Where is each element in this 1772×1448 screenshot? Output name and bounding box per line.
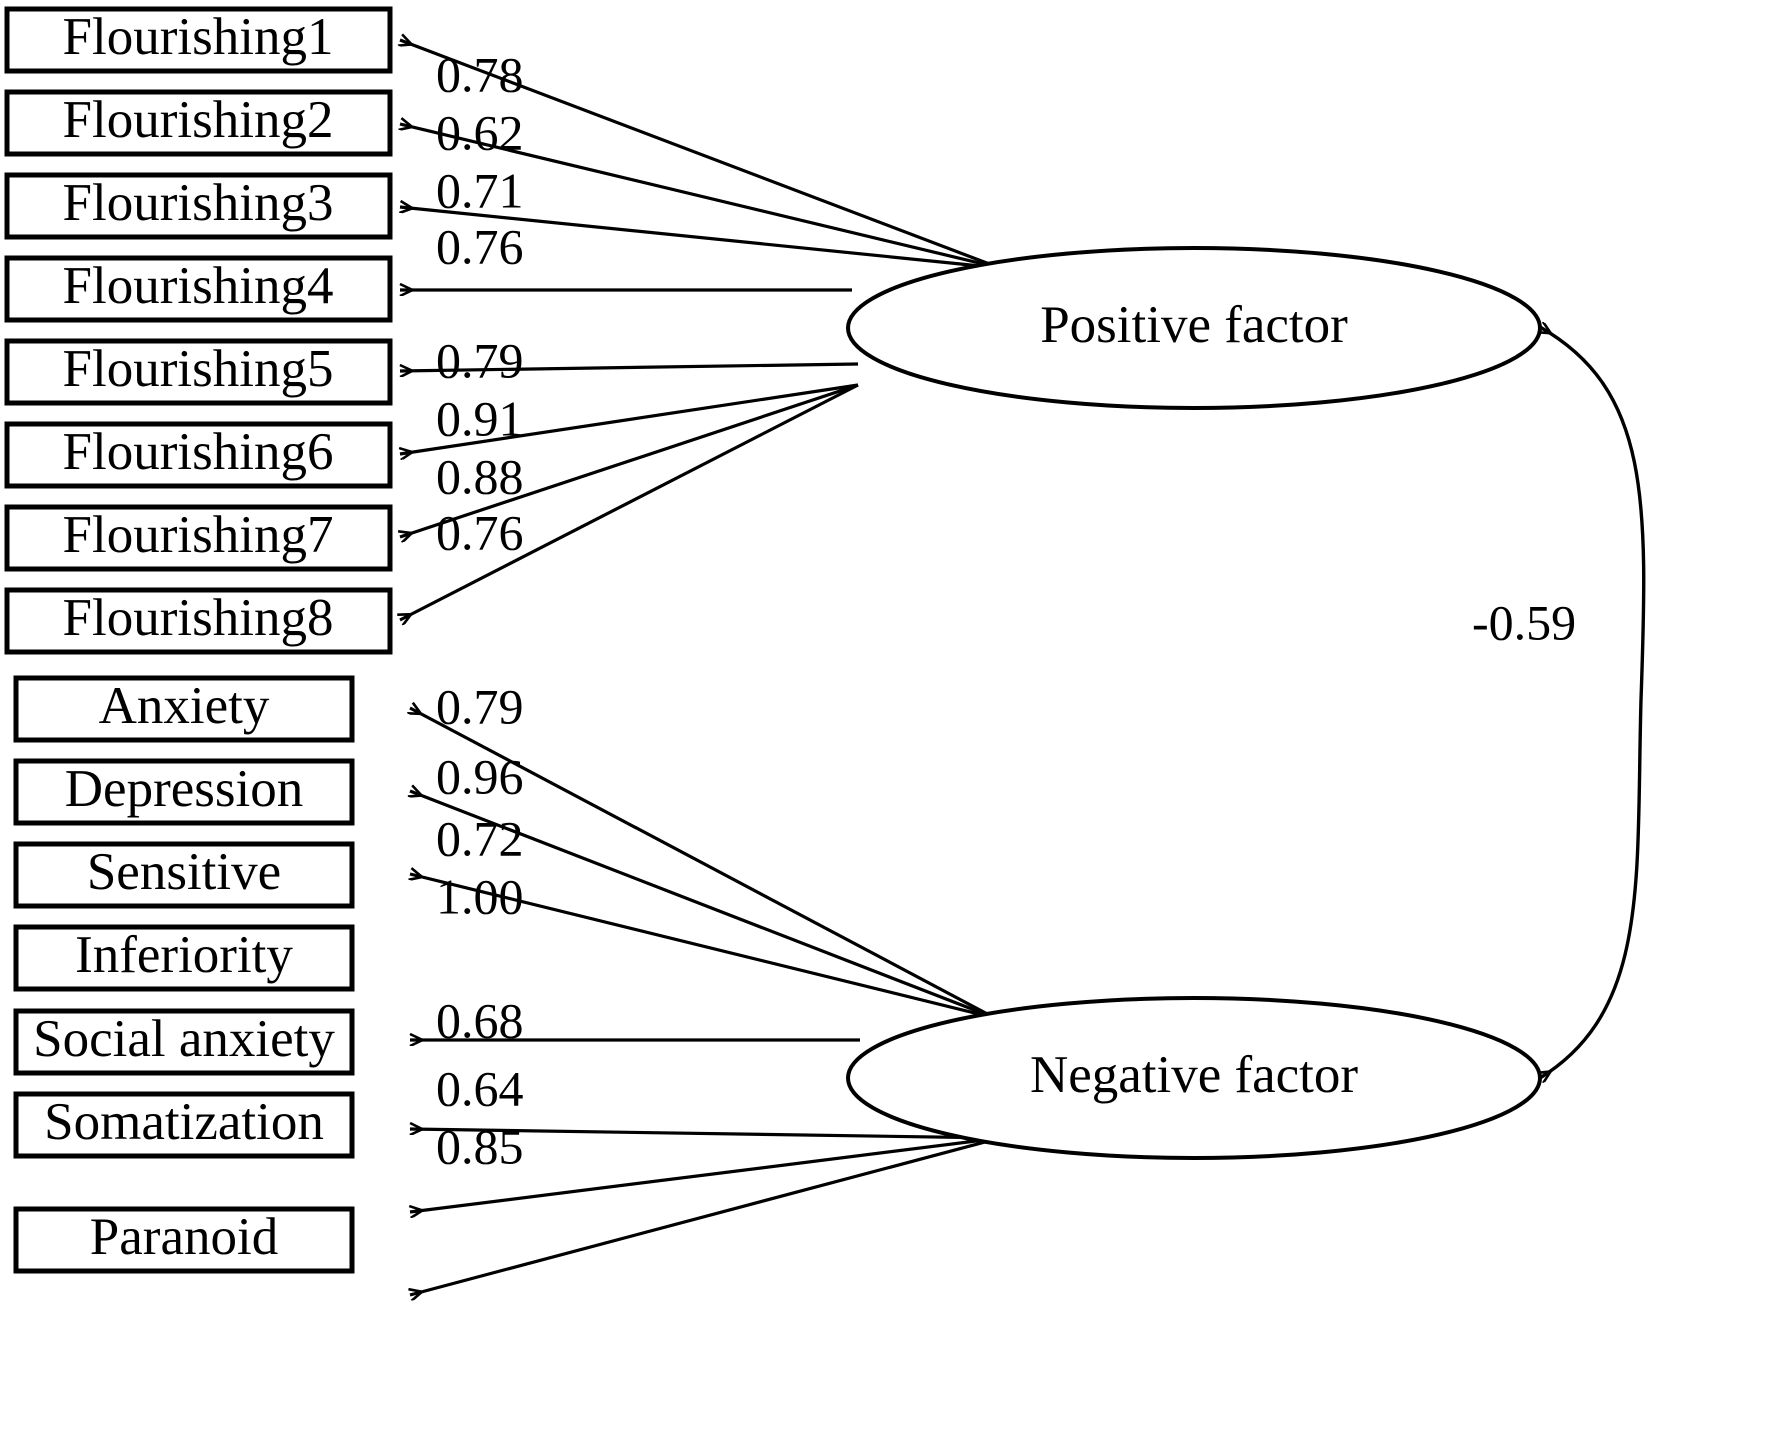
loading-value-social-anxiety: 0.68 [436, 992, 524, 1048]
loading-paths-negative [410, 708, 1001, 1295]
box-label: Somatization [44, 1093, 324, 1151]
observed-box-anxiety[interactable]: Anxiety [13, 675, 355, 743]
loading-value-inferiority: 1.00 [436, 868, 524, 924]
loading-value-flourishing2: 0.62 [436, 104, 524, 160]
loading-value-flourishing8: 0.76 [436, 504, 524, 560]
observed-box-sensitive[interactable]: Sensitive [13, 841, 355, 909]
box-outline [13, 1206, 355, 1274]
box-label: Flourishing5 [63, 340, 334, 398]
observed-variable-boxes: Flourishing1 Flourishing2 Flourishing3 F… [4, 6, 393, 1274]
box-label: Flourishing7 [63, 506, 334, 564]
loading-path-flourishing3 [400, 207, 1001, 270]
box-label: Flourishing4 [63, 257, 334, 315]
observed-box-flourishing2[interactable]: Flourishing2 [4, 89, 393, 157]
ellipse-outline [846, 246, 1542, 410]
latent-factor-positive[interactable]: Positive factor [846, 246, 1542, 410]
loading-coefficient-labels: 0.78 0.62 0.71 0.76 0.79 0.91 0.88 0.76 … [436, 46, 524, 1174]
box-label: Inferiority [75, 926, 293, 984]
loading-value-anxiety: 0.79 [436, 678, 524, 734]
observed-box-flourishing5[interactable]: Flourishing5 [4, 338, 393, 406]
box-outline [13, 1008, 355, 1076]
loading-paths-positive [400, 40, 1001, 620]
observed-box-somatization[interactable]: Somatization [13, 1091, 355, 1159]
box-label: Flourishing1 [63, 8, 334, 66]
loading-value-flourishing7: 0.88 [436, 448, 524, 504]
loading-path-flourishing5 [400, 362, 859, 371]
loading-path-flourishing2 [400, 124, 1001, 270]
loading-value-depression: 0.96 [436, 748, 524, 804]
box-label: Paranoid [90, 1208, 278, 1266]
box-outline [13, 1091, 355, 1159]
loading-value-paranoid: 0.85 [436, 1118, 524, 1174]
loading-path-social-anxiety [410, 1129, 1001, 1140]
loading-value-flourishing4: 0.76 [436, 218, 524, 274]
box-label: Flourishing6 [63, 423, 334, 481]
box-outline [13, 758, 355, 826]
latent-factor-ellipses: Positive factor Negative factor [846, 246, 1542, 1160]
observed-box-flourishing6[interactable]: Flourishing6 [4, 421, 393, 489]
loading-value-flourishing5: 0.79 [436, 332, 524, 388]
factor-label: Positive factor [1040, 296, 1348, 354]
loading-path-flourishing6 [400, 383, 859, 454]
latent-factor-negative[interactable]: Negative factor [846, 996, 1542, 1160]
box-outline [4, 587, 393, 655]
loading-value-flourishing3: 0.71 [436, 162, 524, 218]
observed-box-flourishing4[interactable]: Flourishing4 [4, 255, 393, 323]
box-outline [4, 338, 393, 406]
box-outline [4, 504, 393, 572]
observed-box-flourishing7[interactable]: Flourishing7 [4, 504, 393, 572]
box-outline [13, 924, 355, 992]
box-outline [4, 421, 393, 489]
box-label: Anxiety [99, 677, 270, 735]
loading-path-anxiety [410, 708, 996, 1020]
loading-path-sensitive [410, 874, 996, 1020]
box-label: Flourishing8 [63, 589, 334, 647]
box-label: Flourishing2 [63, 91, 334, 149]
loading-path-depression [410, 791, 996, 1020]
loading-path-paranoid [410, 1136, 1001, 1295]
observed-box-paranoid[interactable]: Paranoid [13, 1206, 355, 1274]
observed-box-flourishing3[interactable]: Flourishing3 [4, 172, 393, 240]
box-outline [4, 6, 393, 74]
box-label: Flourishing3 [63, 174, 334, 232]
correlation-curve [1540, 327, 1646, 1078]
box-outline [4, 172, 393, 240]
factor-label: Negative factor [1030, 1046, 1358, 1104]
loading-value-somatization: 0.64 [436, 1060, 524, 1116]
loading-value-flourishing6: 0.91 [436, 390, 524, 446]
loading-path-flourishing1 [400, 40, 1001, 270]
box-outline [13, 675, 355, 743]
observed-box-inferiority[interactable]: Inferiority [13, 924, 355, 992]
loading-value-sensitive: 0.72 [436, 810, 524, 866]
box-outline [4, 255, 393, 323]
observed-box-social-anxiety[interactable]: Social anxiety [13, 1008, 355, 1076]
loading-path-somatization [410, 1136, 1001, 1212]
loading-value-flourishing1: 0.78 [436, 46, 524, 102]
observed-box-flourishing1[interactable]: Flourishing1 [4, 6, 393, 74]
ellipse-outline [846, 996, 1542, 1160]
factor-correlation-arrow [1540, 327, 1646, 1078]
box-outline [4, 89, 393, 157]
loading-path-flourishing8 [400, 383, 859, 620]
box-label: Social anxiety [33, 1010, 335, 1068]
observed-box-flourishing8[interactable]: Flourishing8 [4, 587, 393, 655]
box-label: Depression [65, 760, 303, 818]
box-label: Sensitive [87, 843, 281, 901]
loading-path-flourishing7 [400, 383, 859, 537]
observed-box-depression[interactable]: Depression [13, 758, 355, 826]
box-outline [13, 841, 355, 909]
factor-correlation-value: -0.59 [1472, 594, 1576, 650]
